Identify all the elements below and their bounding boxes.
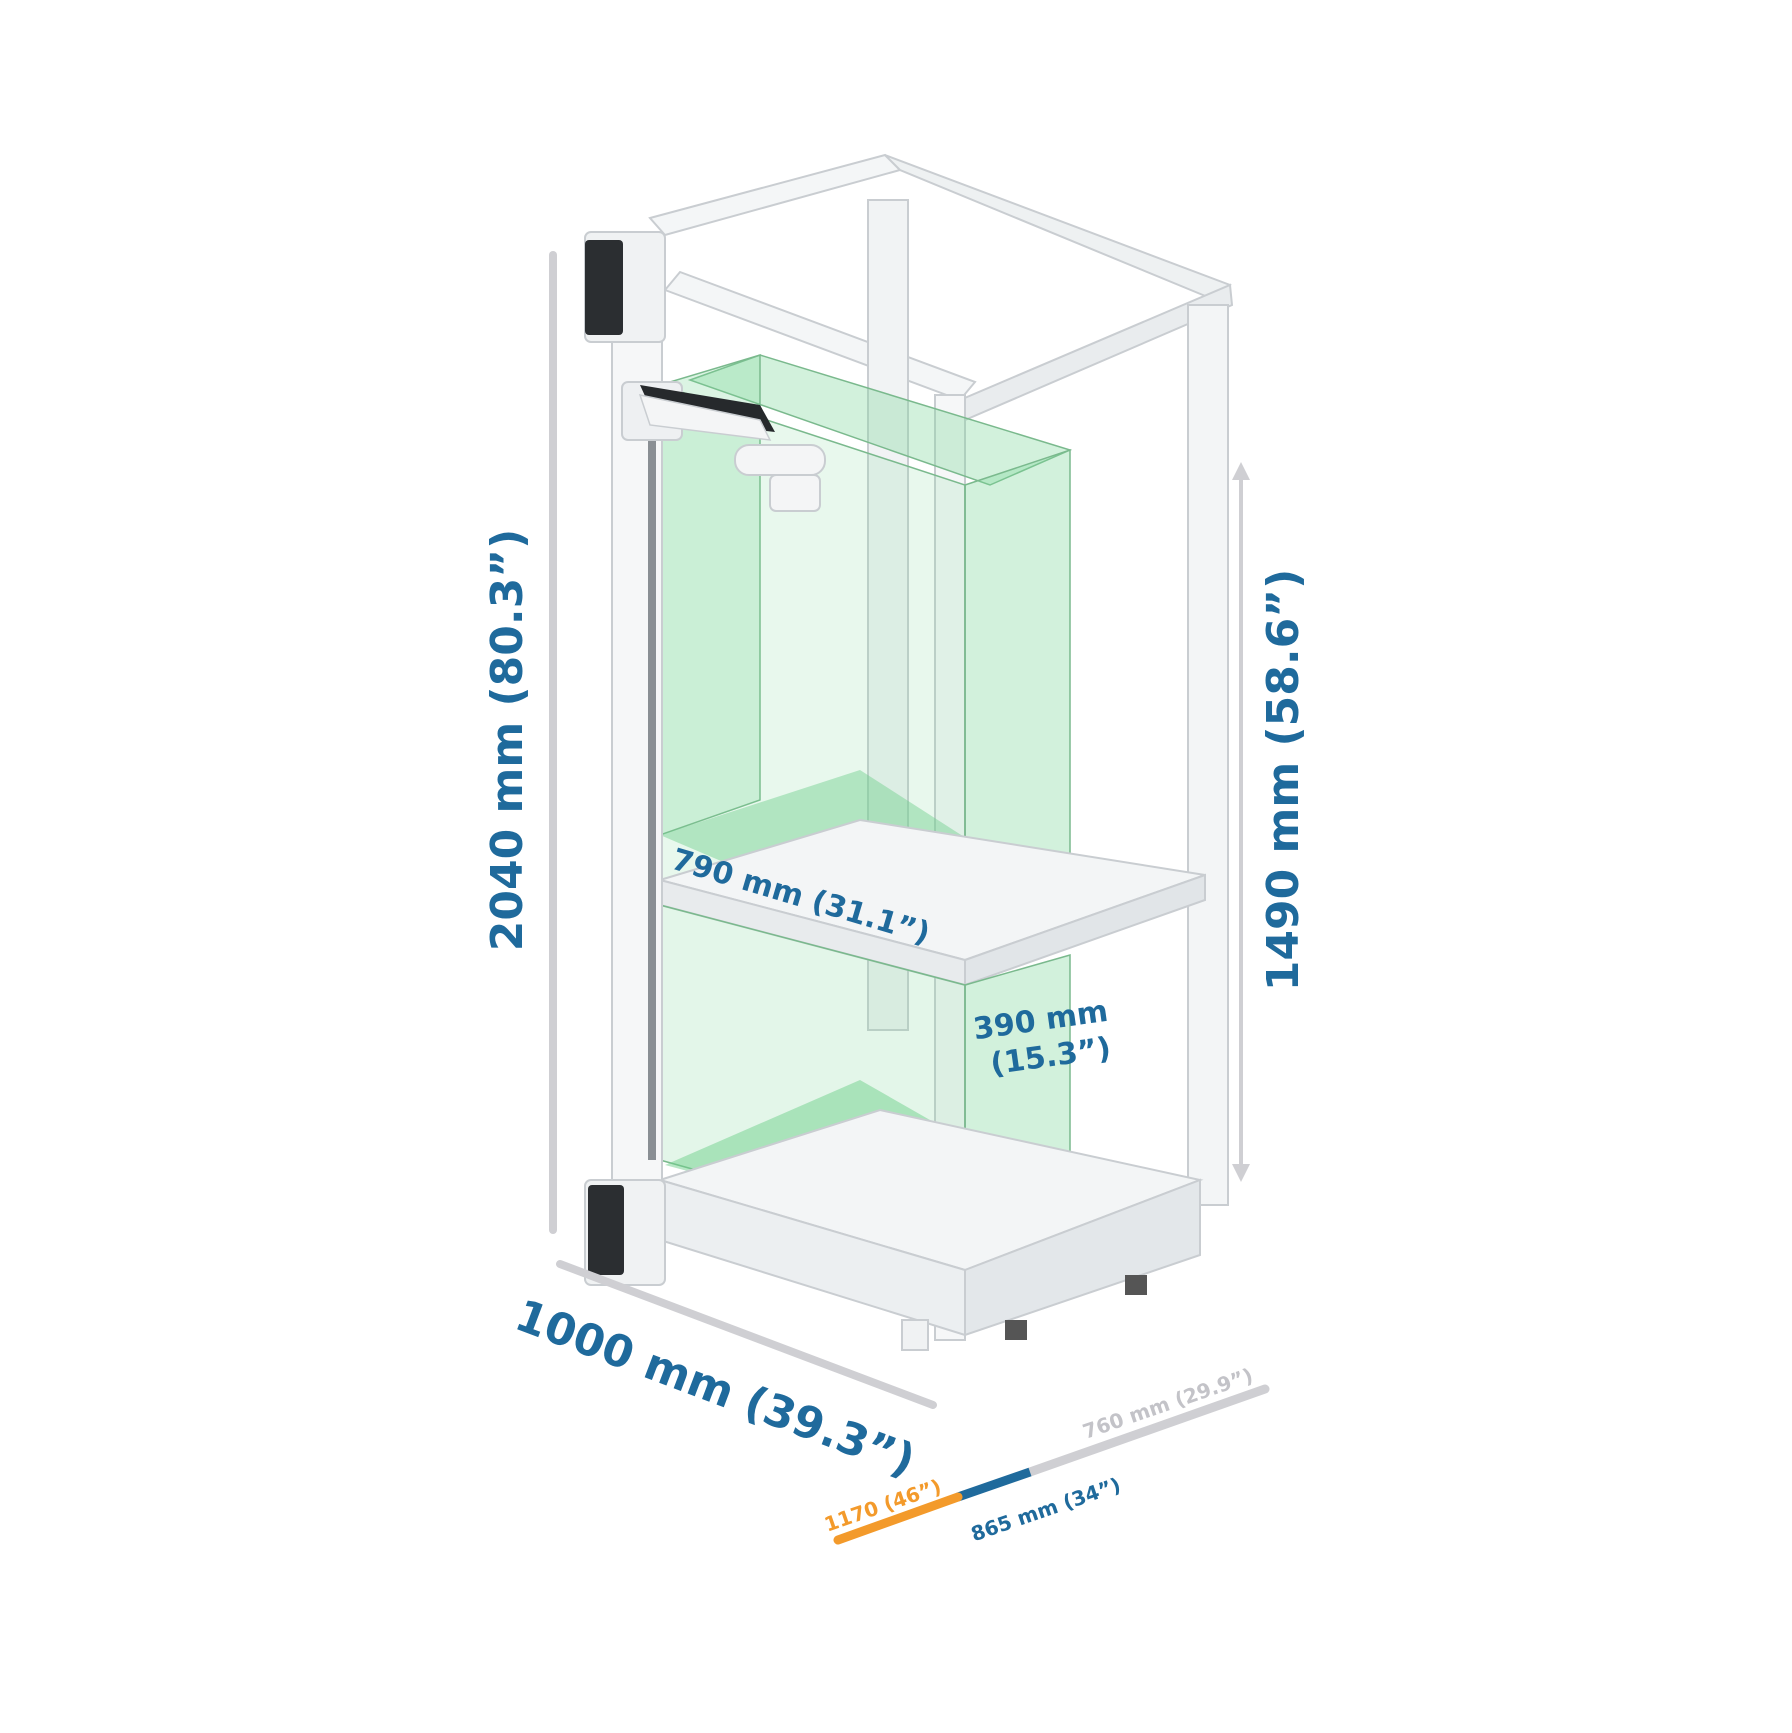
- lift-top-motor-cap: [585, 240, 623, 335]
- arm-end-effector: [769, 474, 821, 512]
- lift-bottom-motor-cap: [588, 1185, 624, 1275]
- overall-height-label: 2040 mm (80.3”): [482, 529, 533, 952]
- base-foot-right-2: [1125, 1275, 1147, 1295]
- base-foot-left: [901, 1319, 929, 1351]
- frame-structure: [584, 153, 1234, 1351]
- depth-bars: [833, 1384, 1270, 1545]
- top-rail-right: [884, 154, 1232, 302]
- arm-link-1-base: [638, 393, 772, 441]
- base-side: [964, 1178, 1201, 1337]
- dimension-lines: [549, 251, 1270, 1545]
- base-foot-right: [1005, 1320, 1027, 1340]
- arm-link-2: [734, 444, 826, 476]
- middle-shelf-side: [964, 873, 1206, 987]
- right-back-post: [1187, 304, 1229, 1206]
- width-bar: [556, 1260, 937, 1409]
- depth-bar-long: [833, 1492, 963, 1545]
- depth-bar-short: [1025, 1384, 1270, 1477]
- lift-rail: [648, 440, 656, 1160]
- top-rail-back: [648, 153, 902, 237]
- depth-bar-mid: [956, 1467, 1032, 1502]
- work-height-arrow: [1232, 462, 1250, 1182]
- work-height-label: 1490 mm (58.6”): [1258, 569, 1309, 992]
